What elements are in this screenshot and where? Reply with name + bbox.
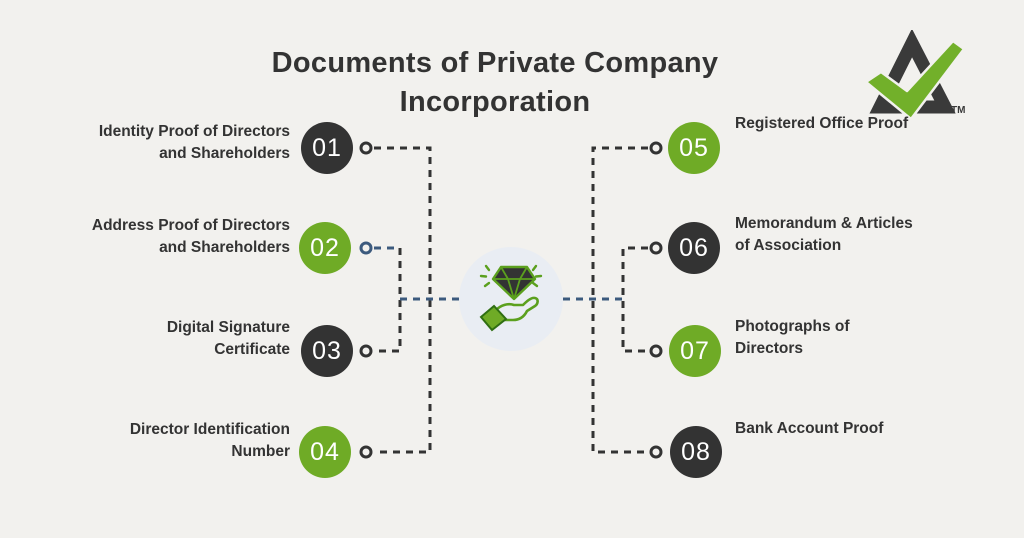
logo-checkmark-icon [864,39,966,121]
sparkle-lines [479,264,543,288]
diamond-icon [491,265,537,301]
logo-trademark: TM [951,105,965,116]
item-label-06: Memorandum & Articles of Association [735,215,913,254]
item-label-01: Identity Proof of Directors and Sharehol… [98,123,290,162]
item-number-badge-01: 01 [301,122,353,174]
node-dot-03 [359,344,373,358]
page-title: Documents of Private Company Incorporati… [150,44,840,122]
item-number-badge-03: 03 [301,325,353,377]
item-number-badge-06: 06 [668,222,720,274]
node-dot-07 [649,344,663,358]
item-label-04: Director Identification Number [129,421,290,460]
connector-right-outer [591,146,648,454]
center-medallion [459,247,563,351]
hand-holding-diamond-icon [479,264,543,332]
node-dot-01 [359,141,373,155]
item-number-badge-08: 08 [670,426,722,478]
item-label-03: Digital Signature Certificate [166,319,290,358]
brand-logo: TM [864,30,966,121]
node-dot-04 [359,445,373,459]
item-label-05: Registered Office Proof [735,115,909,132]
item-number-badge-05: 05 [668,122,720,174]
connector-left-inner [374,248,402,353]
page-title-line2: Incorporation [399,86,591,118]
item-number-badge-04: 04 [299,426,351,478]
item-number-badge-02: 02 [299,222,351,274]
node-dot-05 [649,141,663,155]
node-dot-02 [359,241,373,255]
item-label-08: Bank Account Proof [735,420,884,437]
connector-right-inner [621,246,648,353]
item-number-badge-07: 07 [669,325,721,377]
item-label-07: Photographs of Directors [735,318,850,357]
item-label-02: Address Proof of Directors and Sharehold… [91,217,290,256]
node-dot-06 [649,241,663,255]
page-title-line1: Documents of Private Company [271,47,719,79]
node-dot-08 [649,445,663,459]
hand-icon [479,296,539,332]
